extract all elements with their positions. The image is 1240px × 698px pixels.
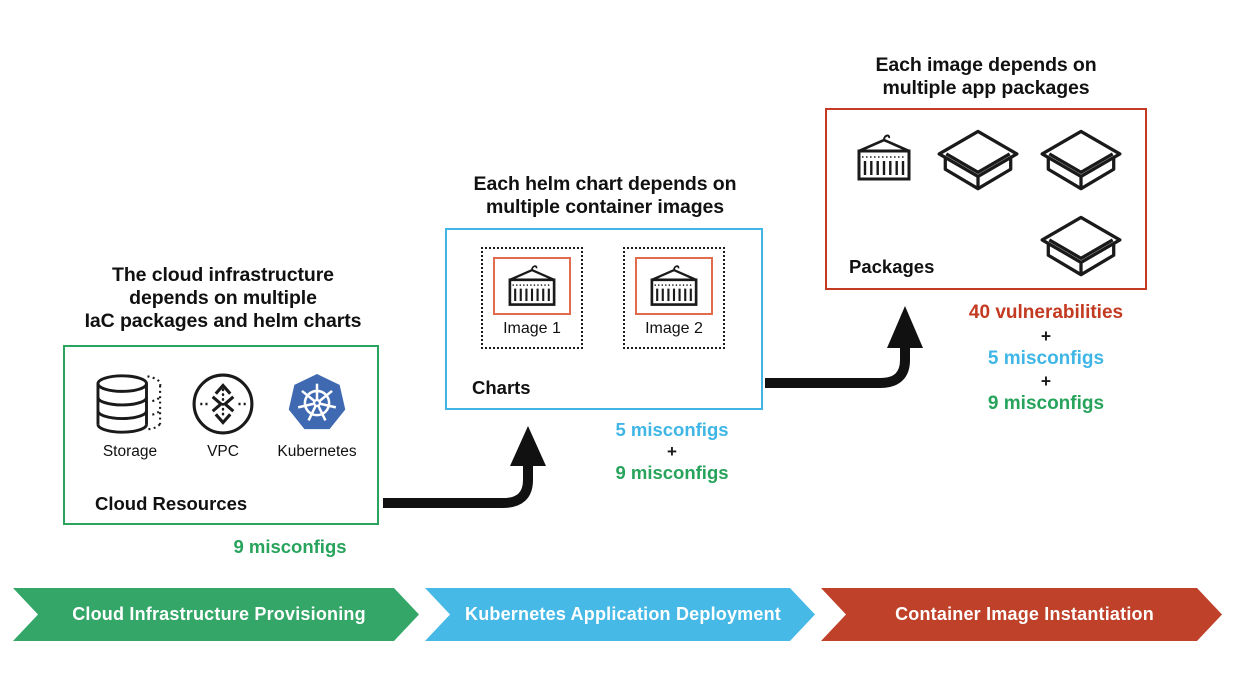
banner-label: Cloud Infrastructure Provisioning [72, 604, 366, 624]
storage-label: Storage [102, 443, 158, 460]
vpc-resource: VPC [177, 369, 269, 461]
banner-label: Container Image Instantiation [895, 604, 1154, 624]
charts-findings: 5 misconfigs + 9 misconfigs [577, 419, 767, 484]
kubernetes-icon [267, 369, 367, 439]
kubernetes-resource: Kubernetes [267, 369, 367, 461]
banner-kubernetes-application-deployment: Kubernetes Application Deployment [425, 588, 815, 641]
cloud-resources-box-label: Cloud Resources [95, 493, 248, 514]
package-icon [932, 124, 1024, 192]
container-image-icon [493, 257, 571, 315]
heading-line: depends on multiple [129, 287, 317, 309]
plus-separator: + [1040, 325, 1052, 346]
heading-line: Each image depends on [875, 54, 1097, 76]
kubernetes-label: Kubernetes [277, 443, 357, 460]
finding-misconfigs: 5 misconfigs [987, 347, 1105, 369]
cloud-stage-heading: The cloud infrastructure depends on mult… [43, 264, 403, 333]
plus-separator: + [1040, 371, 1052, 391]
vpc-icon [177, 369, 269, 439]
cloud-resources-box: Storage VPC [63, 345, 379, 525]
package-icon [1035, 210, 1127, 278]
container-image-icon [635, 257, 713, 315]
image-2-label: Image 2 [645, 320, 703, 337]
packages-box: Packages [825, 108, 1147, 290]
image-1-label: Image 1 [503, 320, 561, 337]
storage-resource: Storage [81, 369, 179, 461]
storage-icon [81, 369, 179, 439]
plus-separator: + [667, 442, 677, 461]
image-2-tile: Image 2 [623, 247, 725, 349]
container-image-icon [854, 132, 914, 184]
packages-stage-heading: Each image depends on multiple app packa… [810, 54, 1162, 100]
flow-arrow-charts-to-packages [765, 306, 923, 388]
heading-line: Each helm chart depends on [473, 173, 737, 195]
package-icon [1035, 124, 1127, 192]
cloud-findings: 9 misconfigs [195, 536, 385, 558]
finding-misconfigs: 9 misconfigs [987, 393, 1105, 414]
image-1-tile: Image 1 [481, 247, 583, 349]
charts-box-label: Charts [472, 377, 531, 398]
packages-box-label: Packages [849, 256, 935, 277]
charts-box: Image 1 Image 2 Charts [445, 228, 763, 410]
charts-stage-heading: Each helm chart depends on multiple cont… [430, 173, 780, 219]
vpc-label: VPC [207, 443, 239, 460]
banner-label: Kubernetes Application Deployment [465, 604, 781, 624]
flow-arrow-cloud-to-charts [383, 426, 546, 508]
finding-misconfigs: 5 misconfigs [615, 419, 729, 440]
finding-vulnerabilities: 40 vulnerabilities [968, 302, 1124, 323]
banner-cloud-infrastructure-provisioning: Cloud Infrastructure Provisioning [13, 588, 419, 641]
heading-line: The cloud infrastructure [112, 264, 334, 286]
packages-findings: 40 vulnerabilities + 5 misconfigs + 9 mi… [930, 301, 1162, 416]
finding-misconfigs: 9 misconfigs [233, 536, 347, 557]
heading-line: multiple container images [485, 196, 725, 218]
heading-line: IaC packages and helm charts [84, 310, 362, 332]
heading-line: multiple app packages [882, 77, 1090, 99]
finding-misconfigs: 9 misconfigs [615, 462, 729, 483]
banner-container-image-instantiation: Container Image Instantiation [821, 588, 1222, 641]
